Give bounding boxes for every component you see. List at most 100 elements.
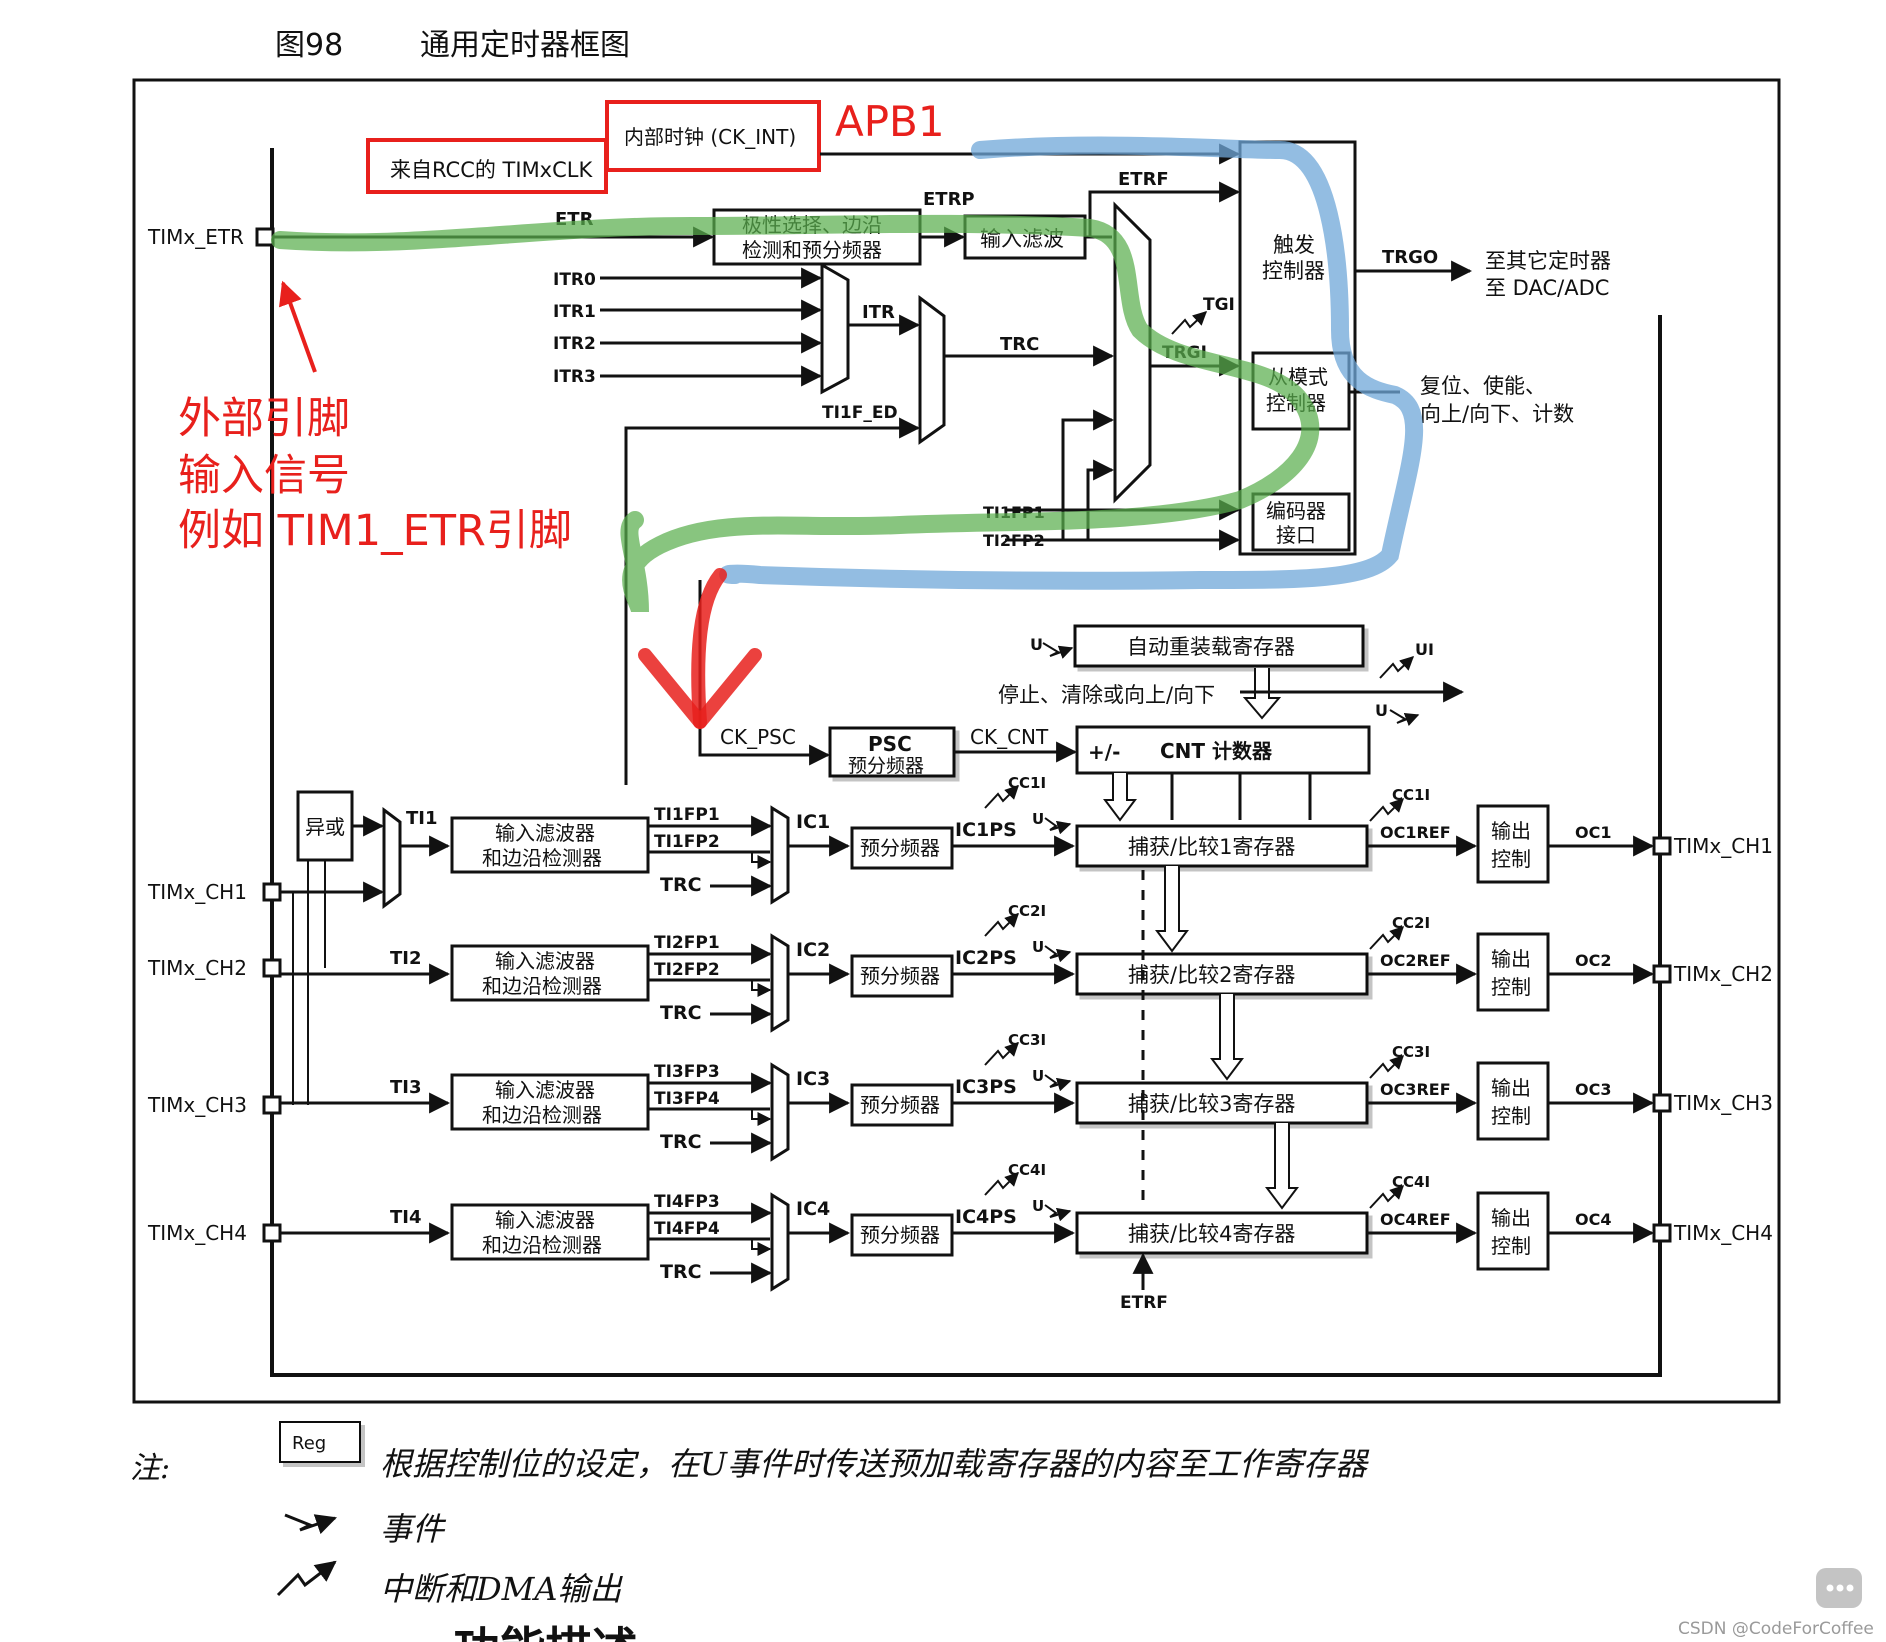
oc-label: OC3	[1575, 1080, 1611, 1099]
fp-a-label: TI1FP1	[654, 805, 720, 825]
ti4-label: TI4	[390, 1207, 422, 1228]
encoder-interface	[1251, 492, 1351, 552]
ch3-output-pin	[1652, 1093, 1672, 1113]
trc-label: TRC	[660, 1261, 702, 1283]
ti2fp2-to-mux	[1086, 459, 1115, 540]
output-control-label-2: 控制	[1491, 975, 1531, 999]
capture-compare-channels: 输入滤波器和边沿检测器TI1FP1TI1FP2TRCIC1预分频器IC1PSCC…	[273, 774, 1655, 1292]
tgi-label: TGI	[1203, 295, 1235, 315]
oc-label: OC4	[1575, 1210, 1611, 1229]
capture-compare-label: 捕获/比较1寄存器	[1128, 835, 1295, 859]
psc-label-1: PSC	[868, 732, 912, 756]
watermark-text: CSDN @CodeForCoffee	[1678, 1619, 1874, 1639]
trgo-label: TRGO	[1382, 247, 1438, 268]
itr-label: ITR	[862, 302, 895, 323]
ic-label: IC2	[796, 939, 830, 961]
ch1-output-pin	[1652, 836, 1672, 856]
ch4-output-pin	[1652, 1223, 1672, 1243]
output-control-label-2: 控制	[1491, 1104, 1531, 1128]
ti1f-ed-line	[624, 417, 921, 785]
cc-in-label: CC4I	[1008, 1161, 1046, 1179]
output-control	[1476, 1191, 1550, 1271]
cc-in-interrupt-icon	[984, 785, 1019, 809]
ch3-input-pin-label: TIMx_CH3	[147, 1093, 247, 1117]
itr3-label: ITR3	[553, 367, 596, 387]
output-control	[1476, 1061, 1550, 1141]
etr-pin-label: TIMx_ETR	[147, 225, 244, 249]
cnt-sign: +/-	[1088, 740, 1120, 764]
cc-out-interrupt-icon	[1369, 926, 1404, 950]
etrp-label: ETRP	[923, 189, 975, 210]
reg-legend-label: Reg	[292, 1433, 326, 1454]
encoder-label-1: 编码器	[1266, 499, 1326, 523]
ic-mux	[770, 933, 790, 1033]
ch1-input-pin	[262, 882, 282, 902]
trigger-ctrl-label-2: 控制器	[1262, 259, 1325, 283]
ocref-label: OC2REF	[1380, 951, 1451, 970]
ocref-label: OC4REF	[1380, 1210, 1451, 1229]
to-dac-adc-label: 至 DAC/ADC	[1485, 276, 1609, 300]
output-control-label-1: 输出	[1491, 1076, 1531, 1100]
ic-mux	[770, 805, 790, 905]
output-control-label-1: 输出	[1491, 1206, 1531, 1230]
output-control-label-1: 输出	[1491, 947, 1531, 971]
internal-clock-label: 内部时钟 (CK_INT)	[624, 125, 796, 149]
ic-label: IC3	[796, 1068, 830, 1090]
filter-label-2: 和边沿检测器	[482, 846, 602, 870]
prescaler-label: 预分频器	[860, 1223, 940, 1247]
fp-a-label: TI3FP3	[654, 1062, 720, 1082]
ocref-label: OC3REF	[1380, 1080, 1451, 1099]
ocref-label: OC1REF	[1380, 823, 1451, 842]
ck-cnt-label: CK_CNT	[970, 725, 1049, 749]
u-label: U	[1032, 938, 1044, 956]
oc-label: OC1	[1575, 823, 1611, 842]
partial-heading: · 功能描述	[420, 1622, 638, 1642]
fp-a-label: TI4FP3	[654, 1192, 720, 1212]
irq-legend-desc: 中断和DMA输出	[380, 1570, 624, 1608]
u-event-icon	[1044, 817, 1072, 835]
auto-reload-label: 自动重装载寄存器	[1127, 635, 1295, 659]
ic-prescaler	[850, 1213, 954, 1257]
ic-prescaler	[850, 954, 954, 998]
ti1-mux	[382, 807, 402, 909]
ti1fp1-to-mux	[1061, 409, 1115, 540]
cc-out-interrupt-icon	[1369, 798, 1404, 822]
u-label: U	[1032, 1197, 1044, 1215]
auto-reload-u-label: U	[1030, 635, 1043, 654]
ch2-input-pin-label: TIMx_CH2	[147, 956, 247, 980]
filter-label-1: 输入滤波器	[495, 821, 595, 845]
u-label: U	[1032, 810, 1044, 828]
channel-1: 输入滤波器和边沿检测器TI1FP1TI1FP2TRCIC1预分频器IC1PSCC…	[450, 774, 1655, 953]
preload-transfer-arrow	[1210, 994, 1244, 1081]
output-control-label-1: 输出	[1491, 819, 1531, 843]
input-filter-edge-detector	[450, 1203, 650, 1261]
preload-transfer-arrow	[1155, 866, 1189, 953]
filter-label-1: 输入滤波器	[495, 949, 595, 973]
cc-in-label: CC1I	[1008, 774, 1046, 792]
itr2-label: ITR2	[553, 334, 596, 354]
auto-reload-register	[1073, 624, 1365, 668]
cross-link	[751, 852, 772, 869]
figure-title: 通用定时器框图	[420, 28, 630, 63]
cnt-counter	[1075, 725, 1371, 775]
fp-b-label: TI4FP4	[654, 1219, 720, 1239]
red-arrow-head	[638, 648, 762, 729]
event-legend-icon	[284, 1513, 337, 1535]
cc-out-label: CC1I	[1392, 786, 1430, 804]
cross-link	[751, 980, 772, 997]
note-prefix: 注:	[130, 1451, 170, 1486]
ch3-output-pin-label: TIMx_CH3	[1673, 1091, 1773, 1115]
blue-signal-path	[719, 136, 1424, 590]
ic-prescaler	[850, 1083, 954, 1127]
trc-label: TRC	[660, 1131, 702, 1153]
cc-in-interrupt-icon	[984, 1042, 1019, 1066]
input-filter-edge-detector	[450, 944, 650, 1002]
xor-gate	[296, 790, 354, 862]
oc-label: OC2	[1575, 951, 1611, 970]
trc-mux	[918, 295, 946, 445]
ic-label: IC1	[796, 811, 830, 833]
reset-enable-label: 复位、使能、	[1420, 374, 1546, 398]
psc-block	[828, 726, 956, 778]
